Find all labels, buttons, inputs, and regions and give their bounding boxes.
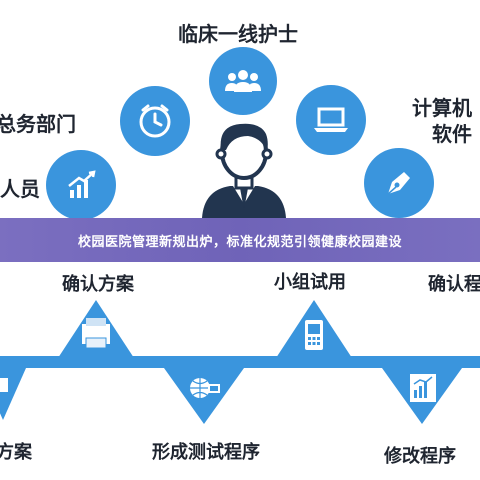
step-confirm-plan: 确认方案 [62, 274, 134, 295]
label-software: 软件 [432, 122, 472, 146]
left-partial-triangle [0, 368, 26, 420]
pen-icon [364, 148, 434, 218]
people-group-icon [209, 47, 277, 115]
headline-banner: 校园医院管理新规出炉，标准化规范引领健康校园建设 [0, 218, 480, 262]
report-triangle [382, 368, 462, 424]
label-general-affairs: 总务部门 [0, 112, 76, 136]
laptop-icon [296, 85, 366, 155]
phone-triangle [276, 300, 352, 358]
label-nurses: 临床一线护士 [178, 22, 298, 46]
chart-icon [46, 150, 116, 220]
clock-icon [120, 86, 190, 156]
printer-triangle [58, 300, 134, 358]
step-modify-program: 修改程序 [384, 446, 456, 467]
step-confirm-program: 确认程 [428, 274, 480, 295]
headline-text: 校园医院管理新规出炉，标准化规范引领健康校园建设 [77, 234, 402, 250]
timeline-bar [0, 356, 480, 368]
step-form-test-program: 形成测试程序 [152, 442, 260, 463]
label-computer: 计算机 [412, 96, 472, 120]
step-plan: 方案 [0, 442, 32, 463]
globe-computer-triangle [164, 368, 244, 424]
step-group-trial: 小组试用 [274, 272, 346, 293]
person-icon [196, 120, 292, 218]
label-staff: 人员 [0, 177, 40, 201]
